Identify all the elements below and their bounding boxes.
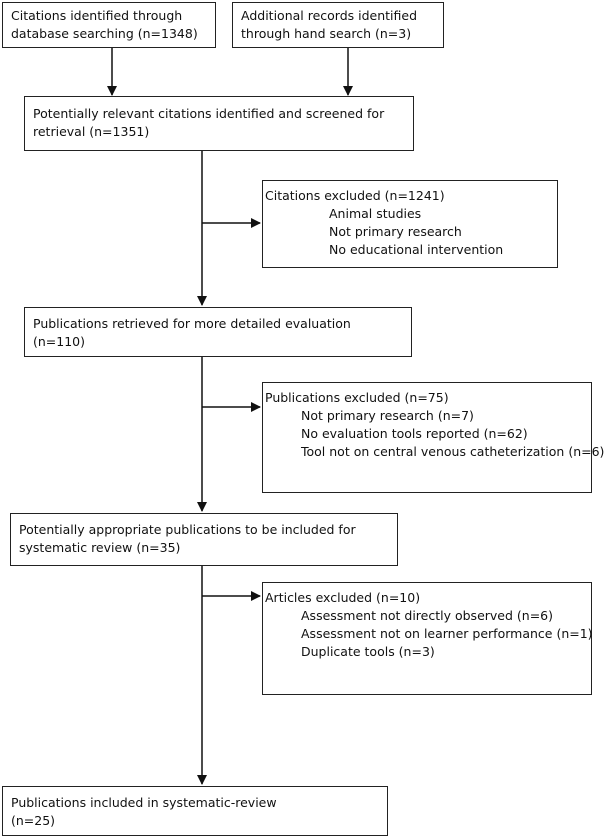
retrieved-box: Publications retrieved for more detailed…: [24, 307, 412, 357]
screened-box: Potentially relevant citations identifie…: [24, 96, 414, 151]
database-line-1: Citations identified through: [11, 8, 183, 23]
hand-search-line-2: through hand search (n=3): [241, 26, 412, 41]
retrieved-line-2: (n=110): [33, 334, 86, 349]
articles-excluded-box: Articles excluded (n=10) Assessment not …: [262, 582, 593, 695]
citations-excluded-box: Citations excluded (n=1241) Animal studi…: [262, 180, 558, 268]
included-line-1: Publications included in systematic-revi…: [11, 795, 277, 810]
included-line-2: (n=25): [11, 813, 56, 828]
hand-search-box: Additional records identified through ha…: [232, 2, 444, 48]
retrieved-line-1: Publications retrieved for more detailed…: [33, 316, 351, 331]
appropriate-line-2: systematic review (n=35): [19, 540, 181, 555]
publications-excluded-item: Not primary research (n=7): [301, 408, 474, 423]
publications-excluded-item: Tool not on central venous catheterizati…: [301, 444, 604, 459]
publications-excluded-item: No evaluation tools reported (n=62): [301, 426, 528, 441]
articles-excluded-title: Articles excluded (n=10): [265, 590, 421, 605]
articles-excluded-item: Duplicate tools (n=3): [301, 644, 435, 659]
citations-excluded-item: No educational intervention: [329, 242, 504, 257]
publications-excluded-title: Publications excluded (n=75): [265, 390, 449, 405]
appropriate-line-1: Potentially appropriate publications to …: [19, 522, 356, 537]
articles-excluded-item: Assessment not on learner performance (n…: [301, 626, 593, 641]
database-line-2: database searching (n=1348): [11, 26, 198, 41]
citations-excluded-item: Animal studies: [329, 206, 422, 221]
included-box: Publications included in systematic-revi…: [2, 786, 388, 836]
articles-excluded-item: Assessment not directly observed (n=6): [301, 608, 554, 623]
citations-excluded-item: Not primary research: [329, 224, 462, 239]
publications-excluded-box: Publications excluded (n=75) Not primary…: [262, 382, 604, 493]
database-search-box: Citations identified through database se…: [2, 2, 216, 48]
screened-line-1: Potentially relevant citations identifie…: [33, 106, 385, 121]
appropriate-box: Potentially appropriate publications to …: [10, 513, 398, 566]
citations-excluded-title: Citations excluded (n=1241): [265, 188, 445, 203]
hand-search-line-1: Additional records identified: [241, 8, 418, 23]
screened-line-2: retrieval (n=1351): [33, 124, 150, 139]
